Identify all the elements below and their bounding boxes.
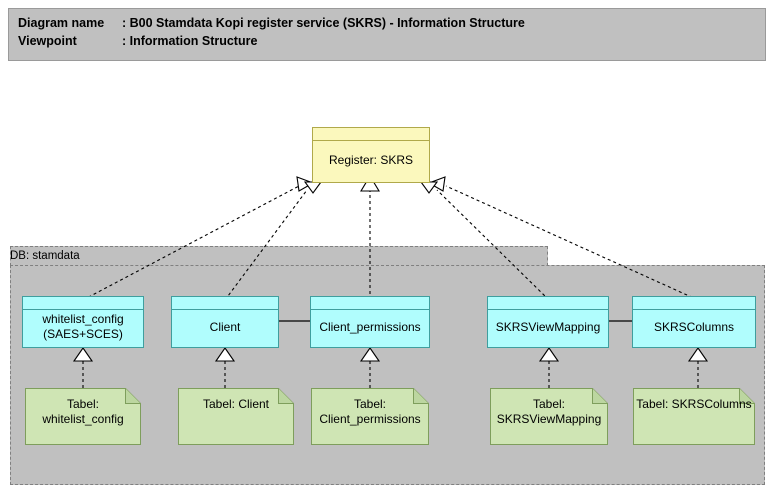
diagram-name-value: : B00 Stamdata Kopi register service (SK… <box>122 16 525 30</box>
node-header-band <box>633 297 755 310</box>
node-client-label: Client <box>209 319 241 334</box>
node-header-band <box>311 297 429 310</box>
note-shape <box>311 388 429 445</box>
note-shape <box>633 388 755 445</box>
realization-arrowhead-left-b <box>303 181 323 194</box>
viewpoint-line: Viewpoint : Information Structure <box>18 32 765 50</box>
note-tabel-whitelist-config-label: Tabel: whitelist_config <box>42 397 124 426</box>
note-tabel-skrs-columns[interactable]: Tabel: SKRSColumns <box>633 388 755 445</box>
node-skrs-view-mapping[interactable]: SKRSViewMapping <box>487 296 609 348</box>
note-tabel-client-label: Tabel: Client <box>202 397 270 411</box>
note-shape <box>25 388 141 445</box>
node-client[interactable]: Client <box>171 296 279 348</box>
note-tabel-skrs-view-mapping[interactable]: Tabel: SKRSViewMapping <box>490 388 608 445</box>
node-whitelist-config-label: whitelist_config (SAES+SCES) <box>42 312 124 341</box>
node-header-band <box>172 297 278 310</box>
node-header-band <box>313 128 429 141</box>
node-skrs-view-mapping-label: SKRSViewMapping <box>495 319 601 334</box>
group-db-stamdata-tab <box>10 246 548 266</box>
node-client-permissions[interactable]: Client_permissions <box>310 296 430 348</box>
node-header-band <box>488 297 608 310</box>
node-skrs-columns[interactable]: SKRSColumns <box>632 296 756 348</box>
node-register-skrs-label: Register: SKRS <box>328 152 414 167</box>
realization-arrowhead-right-b <box>419 181 439 194</box>
diagram-name-label: Diagram name <box>18 16 105 30</box>
group-db-stamdata-label: DB: stamdata <box>10 250 80 262</box>
note-tabel-skrs-columns-label: Tabel: SKRSColumns <box>636 397 752 411</box>
viewpoint-label: Viewpoint <box>18 34 77 48</box>
node-skrs-columns-label: SKRSColumns <box>653 319 735 334</box>
node-client-permissions-label: Client_permissions <box>319 319 421 334</box>
realization-arrowhead-left-a <box>296 176 315 192</box>
note-shape <box>490 388 608 445</box>
note-tabel-client-permissions-label: Tabel: Client_permissions <box>319 397 421 426</box>
realization-arrowhead-right-a <box>427 176 446 192</box>
note-shape <box>178 388 294 445</box>
diagram-title-bar: Diagram name : B00 Stamdata Kopi register… <box>8 8 766 61</box>
note-tabel-client-permissions[interactable]: Tabel: Client_permissions <box>311 388 429 445</box>
note-tabel-skrs-view-mapping-label: Tabel: SKRSViewMapping <box>496 397 602 426</box>
viewpoint-value: : Information Structure <box>122 34 258 48</box>
note-tabel-client[interactable]: Tabel: Client <box>178 388 294 445</box>
note-tabel-whitelist-config[interactable]: Tabel: whitelist_config <box>25 388 141 445</box>
node-header-band <box>23 297 143 310</box>
node-whitelist-config[interactable]: whitelist_config (SAES+SCES) <box>22 296 144 348</box>
diagram-name-line: Diagram name : B00 Stamdata Kopi register… <box>18 14 765 32</box>
node-register-skrs[interactable]: Register: SKRS <box>312 127 430 183</box>
